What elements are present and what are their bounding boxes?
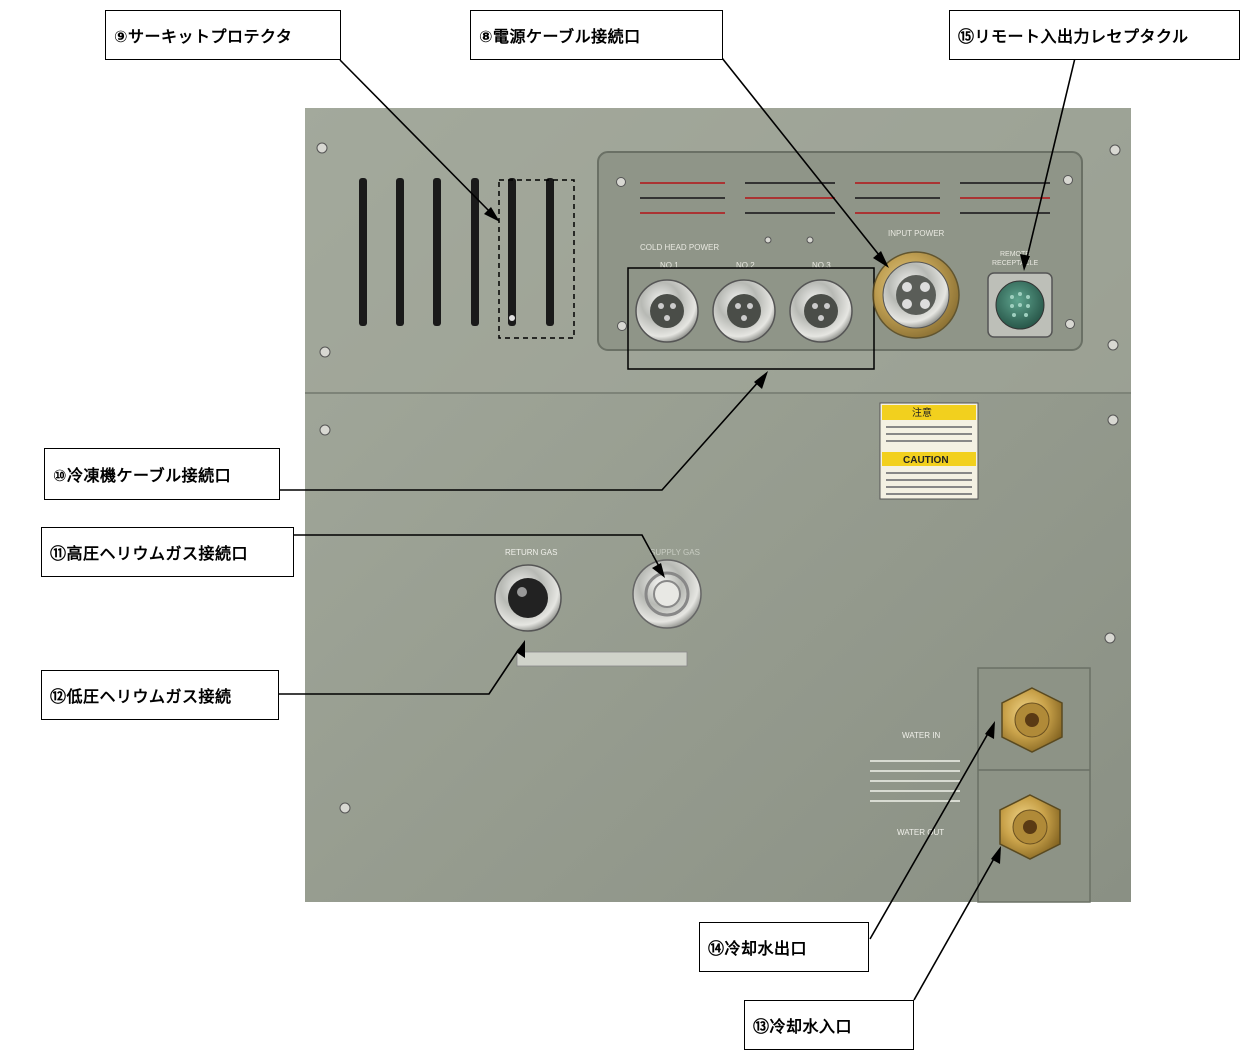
supply-gas-label: SUPPLY GAS [650, 548, 700, 557]
return-gas-port [494, 564, 562, 632]
no2-label: NO.2 [736, 261, 755, 270]
cold-head-connector-no2 [712, 279, 776, 343]
leader-lines [279, 57, 1076, 1001]
callout-text: ⑬冷却水入口 [753, 1017, 853, 1036]
water-in-label: WATER IN [902, 731, 940, 740]
water-out-label: WATER OUT [897, 828, 944, 837]
callout-cryo-cable-port: ⑩冷凍機ケーブル接続口 [44, 448, 280, 500]
equipment-rear-panel-diagram: COLD HEAD POWER NO.1 NO.2 NO.3 INPUT POW… [279, 57, 1131, 1001]
circuit-protector-highlight [498, 179, 575, 339]
callout-text: ⑫低圧ヘリウムガス接続 [50, 687, 232, 706]
cold-head-power-label: COLD HEAD POWER [640, 243, 719, 252]
remote-label: REMOTE [1000, 251, 1030, 258]
ventilation-slots [359, 178, 554, 326]
callout-power-cable-port: ⑧電源ケーブル接続口 [470, 10, 723, 60]
receptacle-label: RECEPTACLE [992, 260, 1038, 267]
cryo-cable-port-highlight [627, 267, 875, 370]
callout-text: ⑨サーキットプロテクタ [114, 27, 293, 46]
no3-label: NO.3 [812, 261, 831, 270]
warning-caution-text: CAUTION [903, 455, 949, 466]
leader-arrowheads [484, 207, 1030, 864]
cold-head-connector-no1 [635, 279, 699, 343]
input-power-label: INPUT POWER [888, 229, 945, 238]
warning-jp-title: 注意 [912, 406, 932, 419]
callout-text: ⑪高圧ヘリウムガス接続口 [50, 544, 249, 563]
water-spec-table [870, 760, 960, 802]
cold-head-connector-no3 [789, 279, 853, 343]
callout-text: ⑭冷却水出口 [708, 939, 808, 958]
callout-cooling-water-inlet: ⑬冷却水入口 [744, 1000, 914, 1050]
callout-low-pressure-gas-port: ⑫低圧ヘリウムガス接続 [41, 670, 279, 720]
water-out-fitting [999, 794, 1061, 860]
gas-port-sticker [516, 651, 688, 667]
callout-circuit-protector: ⑨サーキットプロテクタ [105, 10, 341, 60]
water-in-fitting [1001, 687, 1063, 753]
callout-text: ⑧電源ケーブル接続口 [479, 27, 641, 46]
callout-cooling-water-outlet: ⑭冷却水出口 [699, 922, 869, 972]
callout-text: ⑩冷凍機ケーブル接続口 [53, 466, 232, 485]
input-power-connector [872, 251, 960, 339]
no1-label: NO.1 [660, 261, 679, 270]
supply-gas-port [632, 559, 702, 629]
plate-screws [616, 175, 1075, 331]
wiring-label-strips [640, 182, 1050, 214]
panel-screws [316, 142, 1121, 814]
callout-high-pressure-gas-port: ⑪高圧ヘリウムガス接続口 [41, 527, 294, 577]
callout-remote-io-receptacle: ⑮リモート入出力レセプタクル [949, 10, 1240, 60]
return-gas-label: RETURN GAS [505, 548, 557, 557]
warning-label: 注意 CAUTION [879, 402, 979, 500]
circuit-protector-switch [509, 315, 515, 321]
callout-text: ⑮リモート入出力レセプタクル [958, 27, 1189, 46]
remote-receptacle [987, 272, 1053, 338]
